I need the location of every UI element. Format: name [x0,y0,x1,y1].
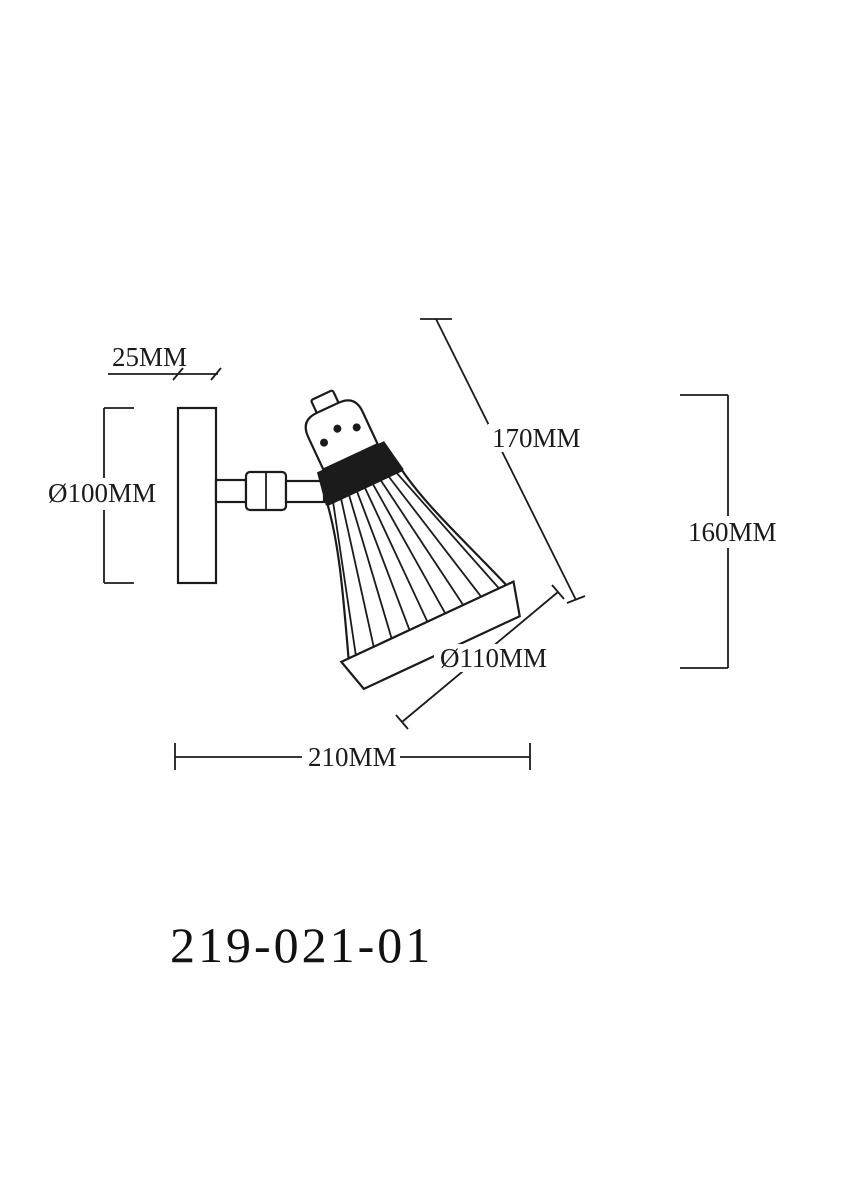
dim-plate-thickness: 25MM [108,342,222,381]
wall-plate [176,406,218,585]
dim-cap [551,584,565,600]
dim-overall-width: 210MM [174,742,531,772]
shade-rib [372,483,447,614]
shade-rib [379,479,464,606]
lamp-cap [304,399,380,471]
shade-rib [364,487,429,623]
shade-rib [340,498,375,647]
dim-plate-diameter: Ø100MM [48,407,156,584]
mounting-arm-connector [284,479,326,504]
dim-cap [395,714,409,730]
dim-label-plate-thickness: 25MM [112,342,187,372]
shade-ribs [332,472,500,656]
dim-label-head-length: 170MM [492,423,581,453]
dim-overall-height: 160MM [680,394,777,669]
dim-line [435,318,577,601]
lamp-head [304,389,521,691]
mounting-arm-stem [214,478,248,504]
dim-tick [172,367,184,381]
dim-head-length: 170MM [420,318,588,604]
model-number: 219-021-01 [170,917,433,973]
vent-hole [320,438,329,447]
shade-rib [348,494,393,639]
dim-label-plate-diameter: Ø100MM [48,478,156,508]
shade-rim [339,579,521,691]
decor-band [316,441,404,506]
dim-label-shade-diameter: Ø110MM [440,643,547,673]
dim-label-backing [488,424,588,452]
dim-tick [210,367,222,381]
shade-rib [395,472,500,589]
dim-label-backing [434,644,548,672]
vent-hole [333,424,342,433]
vent-hole [352,423,361,432]
shade-rib [356,490,411,631]
shade-rib [387,475,482,598]
dim-tick [566,595,586,604]
dim-label-overall-height: 160MM [688,517,777,547]
shade-rib [332,502,357,656]
dim-label-overall-width: 210MM [308,742,397,772]
mounting-arm [214,470,326,512]
dim-shade-diameter: Ø110MM [395,584,565,730]
